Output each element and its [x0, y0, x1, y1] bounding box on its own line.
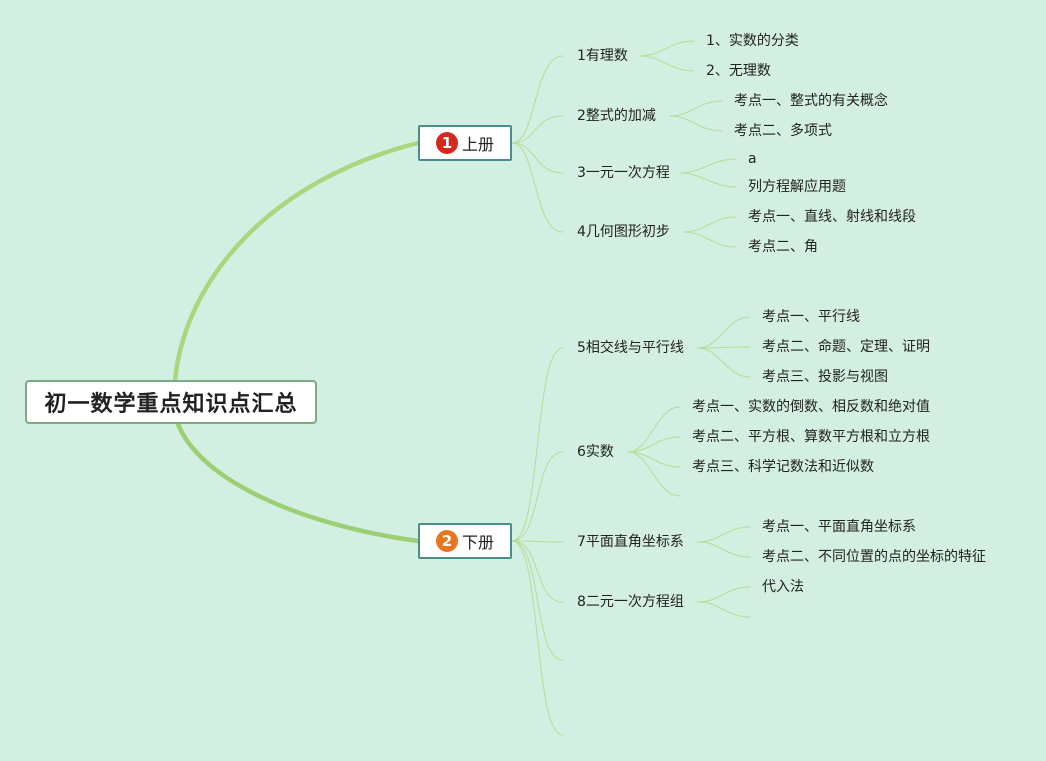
topic-connector: [511, 540, 564, 603]
subtopic-node[interactable]: 考点一、平面直角坐标系: [762, 519, 916, 535]
subtopic-node[interactable]: a: [748, 151, 757, 167]
topic-connector: [511, 115, 564, 144]
topic-connector: [511, 142, 564, 174]
subtopic-node[interactable]: 考点一、直线、射线和线段: [748, 209, 916, 225]
subtopic-node[interactable]: 1、实数的分类: [706, 33, 799, 49]
priority-2-badge-icon: 2: [435, 530, 458, 552]
topic-connector: [511, 540, 564, 736]
topic-connector: [511, 55, 564, 144]
subtopic-node[interactable]: 考点二、不同位置的点的坐标的特征: [762, 549, 986, 565]
subtopic-connector: [697, 347, 751, 378]
branch-label: 下册: [461, 533, 494, 552]
subtopic-node[interactable]: 考点一、实数的倒数、相反数和绝对值: [692, 399, 930, 415]
subtopic-connector: [669, 115, 723, 132]
topic-connector: [511, 540, 564, 543]
subtopic-connector: [697, 346, 751, 349]
subtopic-node[interactable]: 考点二、命题、定理、证明: [762, 339, 930, 355]
topic-node[interactable]: 7平面直角坐标系: [577, 534, 684, 550]
topic-node[interactable]: 6实数: [577, 444, 614, 460]
subtopic-connector: [639, 55, 695, 72]
subtopic-node[interactable]: 考点二、角: [748, 239, 818, 255]
subtopic-node[interactable]: 2、无理数: [706, 63, 771, 79]
subtopic-connector: [697, 541, 751, 558]
topic-connector: [511, 451, 564, 542]
topic-connector: [511, 540, 564, 661]
subtopic-node[interactable]: 列方程解应用题: [748, 179, 846, 195]
subtopic-connector: [697, 316, 751, 349]
subtopic-node[interactable]: 考点三、科学记数法和近似数: [692, 459, 874, 475]
subtopic-connector: [679, 158, 737, 174]
subtopic-connector: [669, 100, 723, 117]
subtopic-connector: [679, 172, 737, 188]
topic-node[interactable]: 2整式的加减: [577, 108, 656, 124]
topic-node[interactable]: 5相交线与平行线: [577, 340, 684, 356]
subtopic-node[interactable]: 考点三、投影与视图: [762, 369, 888, 385]
subtopic-connector: [697, 526, 751, 543]
subtopic-connector: [697, 601, 751, 618]
branch-node-lower-volume[interactable]: 2 下册: [418, 523, 512, 559]
main-connector: [172, 140, 421, 383]
subtopic-connector: [627, 451, 681, 497]
topic-connector: [511, 142, 564, 233]
topic-node[interactable]: 4几何图形初步: [577, 224, 670, 240]
subtopic-node[interactable]: 考点二、多项式: [734, 123, 832, 139]
branch-node-upper-volume[interactable]: 1 上册: [418, 125, 512, 161]
main-connector: [175, 421, 421, 544]
branch-label: 上册: [461, 135, 494, 154]
root-node[interactable]: 初一数学重点知识点汇总: [25, 380, 317, 424]
subtopic-connector: [683, 216, 737, 233]
subtopic-connector: [627, 436, 681, 453]
priority-1-badge-icon: 1: [435, 132, 458, 154]
topic-node[interactable]: 8二元一次方程组: [577, 594, 684, 610]
subtopic-node[interactable]: 考点一、整式的有关概念: [734, 93, 888, 109]
subtopic-connector: [627, 406, 681, 453]
subtopic-node[interactable]: 代入法: [762, 579, 804, 595]
topic-connector: [511, 347, 564, 542]
topic-node[interactable]: 3一元一次方程: [577, 165, 670, 181]
subtopic-node[interactable]: 考点一、平行线: [762, 309, 860, 325]
subtopic-connector: [683, 231, 737, 248]
subtopic-node[interactable]: 考点二、平方根、算数平方根和立方根: [692, 429, 930, 445]
subtopic-connector: [639, 40, 695, 57]
root-node-label: 初一数学重点知识点汇总: [44, 392, 298, 417]
subtopic-connector: [697, 586, 751, 603]
topic-node[interactable]: 1有理数: [577, 48, 628, 64]
